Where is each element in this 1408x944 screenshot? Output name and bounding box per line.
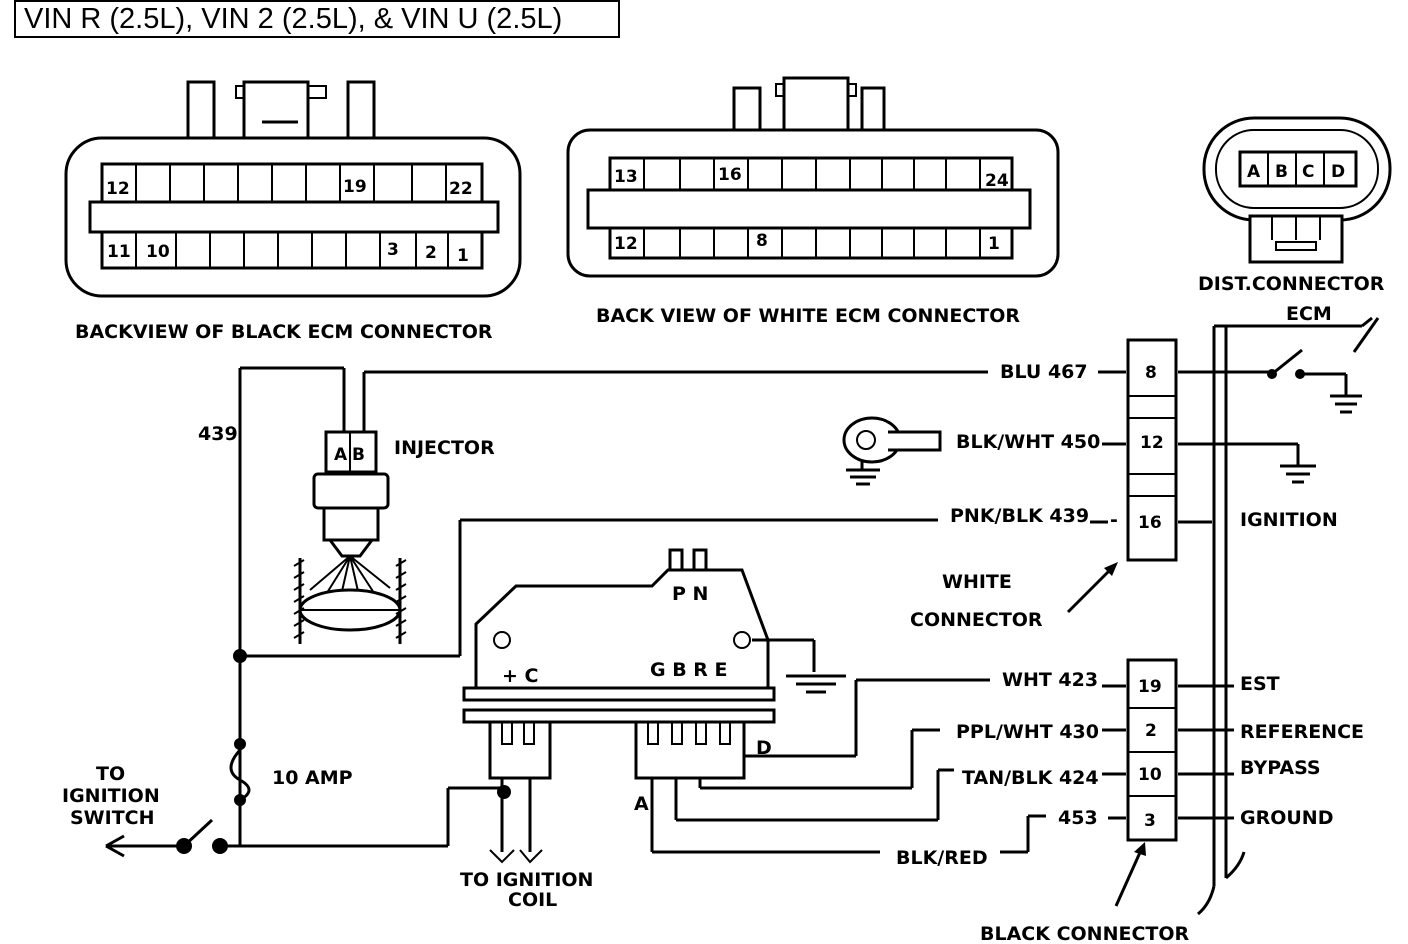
module-pn-label: P N	[672, 583, 708, 605]
white-connector-pin-12: 12	[1140, 433, 1164, 453]
black-connector-pin-10: 10	[1138, 765, 1162, 785]
dist-connector-caption: DIST.CONNECTOR	[1198, 273, 1385, 295]
module-plus-c-label: + C	[502, 665, 538, 687]
white-ecm-connector: 13 16 24 12 8 1 BACK VIEW OF WHITE ECM C…	[566, 76, 1060, 327]
white-connector-dash: -	[1110, 509, 1118, 531]
injector-pin-a: A	[334, 445, 348, 465]
black-ecm-caption: BACKVIEW OF BLACK ECM CONNECTOR	[75, 321, 493, 343]
black-pin-19: 19	[343, 177, 367, 197]
white-connector-label-2: CONNECTOR	[910, 609, 1043, 631]
wire-blu-467: BLU 467	[1000, 361, 1088, 383]
white-connector-pin-8: 8	[1145, 363, 1157, 383]
ignition-module: P N + C G B R E A D	[462, 548, 846, 815]
circuit-439-label: 439	[198, 423, 238, 445]
wire-blk-red: BLK/RED	[896, 847, 988, 869]
black-connector-pin-19: 19	[1138, 677, 1162, 697]
to-ignition-switch-1: TO	[96, 763, 125, 785]
white-connector-label-1: WHITE	[942, 571, 1012, 593]
white-connector-pin-16: 16	[1138, 513, 1162, 533]
white-pin-13: 13	[614, 167, 638, 187]
ecm-ground-label: GROUND	[1240, 807, 1333, 829]
black-connector-pin-3: 3	[1144, 811, 1156, 831]
white-pin-12: 12	[614, 234, 638, 254]
wire-453: 453	[1058, 807, 1098, 829]
wire-ppl-wht-430: PPL/WHT 430	[956, 721, 1099, 743]
white-connector: 8 12 16 - WHITE CONNECTOR	[910, 338, 1178, 631]
wire-wht-423: WHT 423	[1002, 669, 1098, 691]
dist-connector: A B C D DIST.CONNECTOR	[1198, 116, 1392, 295]
wire-tan-blk-424: TAN/BLK 424	[962, 767, 1099, 789]
dist-pin-b: B	[1275, 162, 1288, 182]
module-gbre-label: G B R E	[650, 659, 728, 681]
injector-label: INJECTOR	[394, 437, 495, 459]
dist-pin-a: A	[1247, 162, 1261, 182]
dist-pin-c: C	[1302, 162, 1314, 182]
ground-eyelet	[842, 416, 942, 486]
black-connector-pin-2: 2	[1145, 721, 1157, 741]
black-pin-11: 11	[107, 242, 131, 262]
labels: BLU 467 BLK/WHT 450 PNK/BLK 439 WHT 423 …	[62, 361, 1100, 911]
black-pin-12: 12	[106, 179, 130, 199]
white-pin-8: 8	[756, 231, 768, 251]
black-ecm-connector: 12 19 22 11 10 3 2 1 BACKVIEW OF BLACK E…	[64, 80, 522, 343]
module-terminal-a: A	[634, 793, 649, 815]
injector-pin-b: B	[352, 445, 365, 465]
black-connector: 19 2 10 3 BLACK CONNECTOR	[980, 658, 1190, 944]
page-title: VIN R (2.5L), VIN 2 (2.5L), & VIN U (2.5…	[24, 3, 563, 35]
black-pin-3: 3	[387, 240, 399, 260]
to-ignition-switch-3: SWITCH	[70, 807, 155, 829]
white-pin-16: 16	[718, 165, 742, 185]
to-ignition-switch-2: IGNITION	[62, 785, 160, 807]
white-pin-1: 1	[988, 234, 1000, 254]
module-terminal-d: D	[756, 737, 772, 759]
black-pin-2: 2	[425, 243, 437, 263]
dist-pin-d: D	[1331, 162, 1345, 182]
black-pin-10: 10	[146, 242, 170, 262]
ecm-bus: ECM IGNITION EST REFERENCE BYPASS GROUND	[1178, 303, 1380, 916]
ecm-est-label: EST	[1240, 673, 1280, 695]
white-ecm-caption: BACK VIEW OF WHITE ECM CONNECTOR	[596, 305, 1020, 327]
wiring	[105, 366, 1126, 864]
black-pin-22: 22	[449, 179, 473, 199]
ecm-label: ECM	[1286, 303, 1332, 325]
white-pin-24: 24	[985, 171, 1009, 191]
ecm-bypass-label: BYPASS	[1240, 757, 1321, 779]
to-ignition-coil-1: TO IGNITION	[460, 869, 593, 891]
wire-blk-wht-450: BLK/WHT 450	[956, 431, 1100, 453]
ecm-reference-label: REFERENCE	[1240, 721, 1364, 743]
fuse-label: 10 AMP	[272, 767, 353, 789]
injector: A B INJECTOR 439	[198, 423, 495, 644]
title-box: VIN R (2.5L), VIN 2 (2.5L), & VIN U (2.5…	[14, 0, 620, 38]
black-connector-label: BLACK CONNECTOR	[980, 923, 1190, 944]
black-pin-1: 1	[457, 246, 469, 266]
ecm-ignition-label: IGNITION	[1240, 509, 1338, 531]
to-ignition-coil-2: COIL	[508, 889, 557, 911]
wire-pnk-blk-439: PNK/BLK 439	[950, 505, 1089, 527]
